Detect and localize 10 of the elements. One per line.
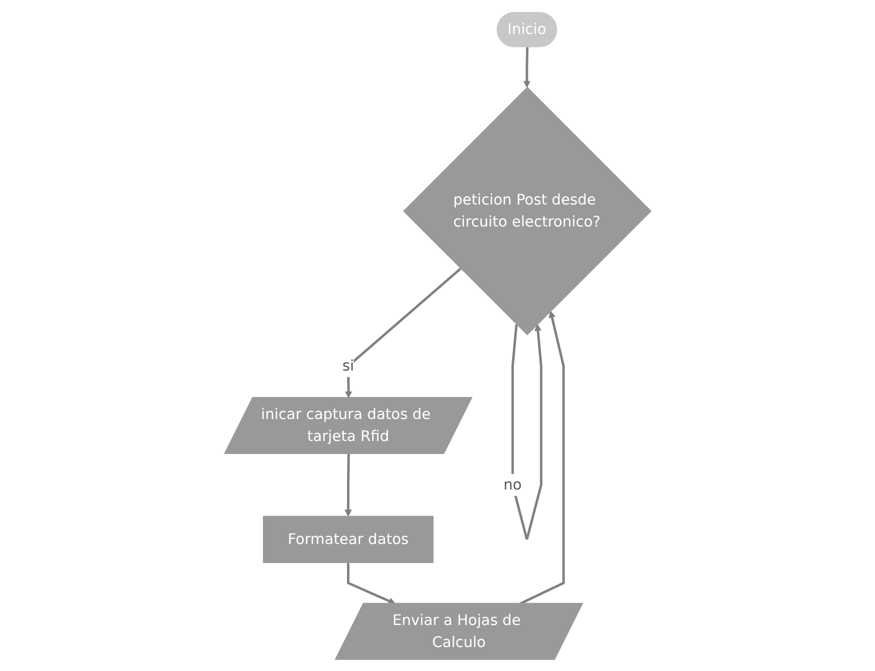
arrow bbox=[346, 562, 396, 604]
node-box: Formatear datos bbox=[262, 515, 434, 563]
edge-label: no bbox=[503, 476, 522, 493]
arrow bbox=[511, 324, 542, 540]
arrow bbox=[344, 453, 352, 516]
arrow bbox=[344, 267, 462, 398]
arrow bbox=[519, 310, 565, 604]
edge-label: si bbox=[342, 357, 354, 374]
arrow bbox=[523, 46, 530, 88]
node-diamond: peticion Post desde circuito electronico? bbox=[402, 86, 652, 335]
